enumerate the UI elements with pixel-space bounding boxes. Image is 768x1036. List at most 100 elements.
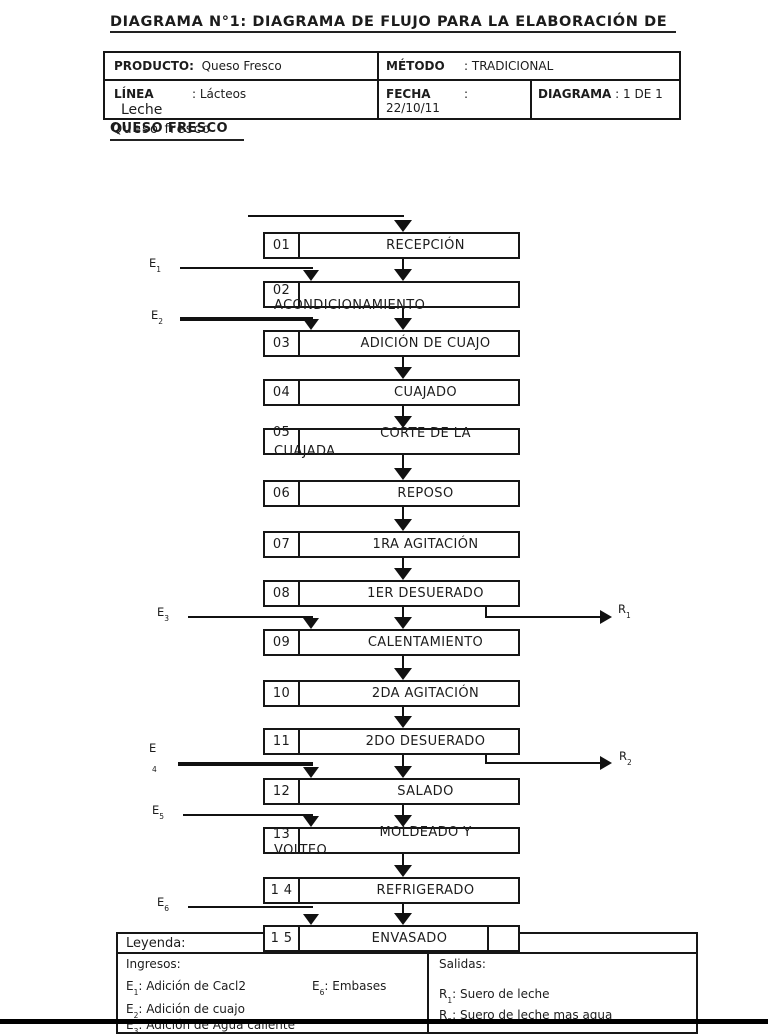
fecha-label: FECHA	[386, 87, 431, 101]
legend-item-e1: E1: Adición de Cacl2	[126, 979, 246, 998]
step-label: CALENTAMIENTO	[367, 635, 484, 650]
step-number-divider	[298, 533, 300, 556]
step-number: 09	[272, 635, 291, 650]
output-line	[485, 616, 600, 618]
diagrama-label: DIAGRAMA	[538, 87, 612, 101]
step-label: 2DO DESUERADO	[365, 734, 486, 749]
step-label: ACONDICIONAMIENTO	[274, 298, 426, 313]
output-label-subscript: 2	[627, 758, 632, 768]
flow-step-box: 1 4 REFRIGERADO	[263, 877, 520, 904]
input-arrow-head	[303, 319, 319, 330]
linea-value: : Lácteos	[192, 87, 247, 101]
output-label-subscript: 1	[626, 611, 631, 621]
step-extra-divider	[487, 927, 489, 950]
flow-arrow-stem	[402, 655, 404, 670]
flow-arrow-head	[394, 913, 412, 925]
table-col-divider-2	[530, 81, 532, 118]
feed-line	[248, 215, 404, 217]
input-label: E2	[151, 308, 163, 326]
diagrama-cell: DIAGRAMA : 1 DE 1	[538, 87, 663, 101]
step-number: 1 4	[270, 883, 293, 898]
producto-cell: PRODUCTO: Queso Fresco	[114, 59, 282, 73]
step-number-divider	[298, 234, 300, 257]
step-number-divider	[298, 730, 300, 753]
input-line	[180, 317, 313, 321]
diagrama-value: : 1 DE 1	[615, 87, 663, 101]
input-label: E5	[152, 803, 164, 821]
subtitle-overlap: QUESO FRESCO Queso fresco	[110, 121, 244, 141]
flow-arrow-stem	[402, 804, 404, 817]
input-arrow-head	[303, 767, 319, 778]
input-label-subscript: 5	[159, 812, 165, 822]
input-label-letter: E	[149, 741, 157, 755]
step-label: CUAJADO	[393, 385, 458, 400]
step-label: 2DA AGITACIÓN	[371, 686, 480, 701]
input-arrow-head	[303, 816, 319, 827]
step-number-divider	[298, 829, 300, 852]
producto-label: PRODUCTO:	[114, 59, 194, 73]
fecha-colon: :	[464, 87, 469, 101]
flow-arrow-head	[394, 815, 412, 827]
step-label: 1ER DESUERADO	[367, 586, 484, 601]
step-number-divider	[298, 879, 300, 902]
legend-header-divider	[118, 952, 696, 954]
input-label-letter: E	[157, 895, 165, 909]
output-label: R1	[618, 602, 631, 620]
subtitle-caps: QUESO FRESCO	[110, 121, 228, 136]
subtitle-mixed: Queso fresco	[112, 122, 212, 137]
output-stub-line	[485, 605, 487, 618]
flow-arrow-head	[394, 220, 412, 232]
step-label: 1RA AGITACIÓN	[372, 537, 479, 552]
step-number: 05	[272, 425, 291, 440]
ingresos-title: Ingresos:	[126, 957, 181, 971]
flow-arrow-stem	[402, 356, 404, 369]
input-label-subscript: 3	[164, 614, 170, 624]
output-label: R2	[619, 749, 632, 767]
step-number-divider	[298, 482, 300, 505]
step-label: REFRIGERADO	[376, 883, 475, 898]
flow-arrow-stem	[402, 454, 404, 470]
step-label-line2: VOLTEO	[274, 843, 328, 858]
flow-arrow-stem	[402, 557, 404, 570]
flow-step-box: 10 2DA AGITACIÓN	[263, 680, 520, 707]
input-label-subscript: 2	[158, 317, 164, 327]
flow-step-box: 04 CUAJADO	[263, 379, 520, 406]
step-label: SALADO	[397, 784, 454, 799]
flow-arrow-stem	[402, 405, 404, 418]
input-line	[188, 616, 313, 618]
output-line	[485, 762, 600, 764]
step-number: 02	[272, 283, 291, 298]
input-line	[180, 267, 313, 269]
input-label: E6	[157, 895, 169, 913]
step-number: 04	[272, 385, 291, 400]
step-number: 06	[272, 486, 291, 501]
output-label-letter: R	[619, 749, 627, 763]
linea-value-2: Leche	[121, 102, 163, 118]
step-number: 1 5	[270, 931, 293, 946]
flow-arrow-stem	[402, 754, 404, 768]
flow-arrow-stem	[402, 903, 404, 915]
step-number: 10	[272, 686, 291, 701]
page-title: DIAGRAMA N°1: DIAGRAMA DE FLUJO PARA LA …	[110, 14, 677, 33]
input-label: E1	[149, 256, 161, 274]
step-number-divider	[298, 430, 300, 453]
input-label-subscript: 4	[152, 765, 157, 774]
metodo-value: : TRADICIONAL	[464, 59, 554, 73]
flow-arrow-head	[394, 468, 412, 480]
step-number-divider	[298, 381, 300, 404]
step-number: 12	[272, 784, 291, 799]
info-table: PRODUCTO: Queso Fresco MÉTODO : TRADICIO…	[103, 51, 681, 120]
flow-arrow-head	[394, 865, 412, 877]
step-label: ADICIÓN DE CUAJO	[360, 336, 491, 351]
scan-bottom-bar	[0, 1019, 768, 1024]
linea-label: LÍNEA	[114, 87, 154, 101]
input-line	[183, 814, 313, 816]
salidas-title: Salidas:	[439, 957, 486, 971]
